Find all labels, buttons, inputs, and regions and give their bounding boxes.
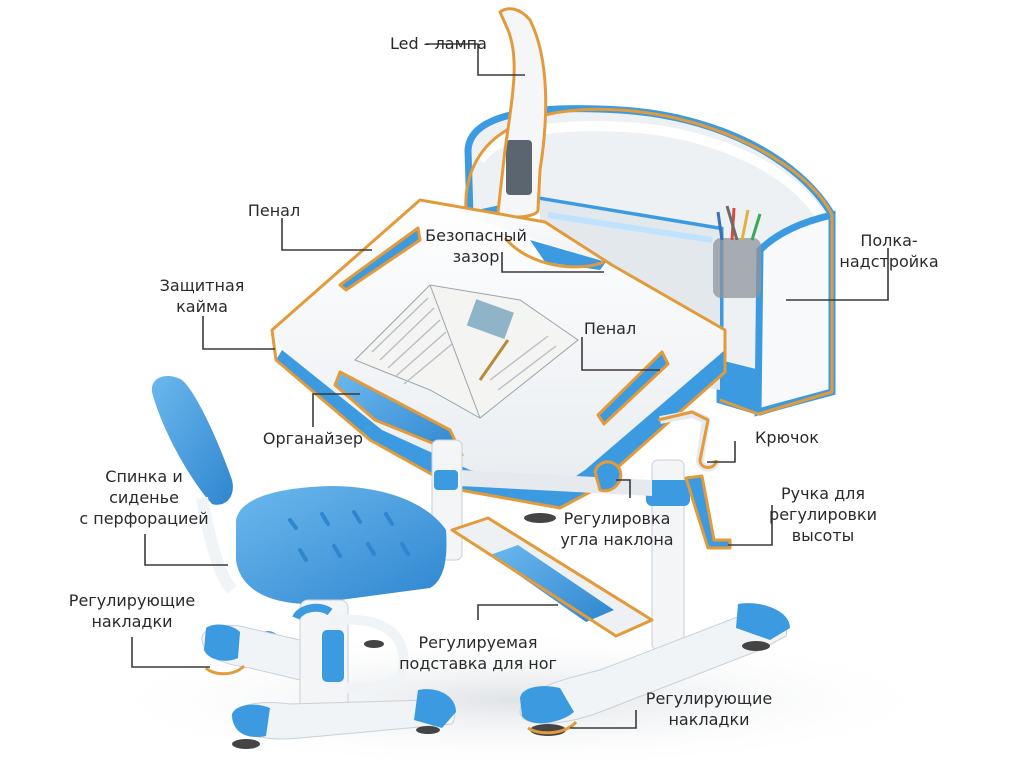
label-pads-right-line2: накладки (668, 710, 750, 729)
label-organizer: Органайзер (262, 429, 364, 448)
label-protective-edge-line1: Защитная (159, 276, 245, 295)
pencil-cup-icon (713, 238, 761, 298)
label-protective-edge: Защитная кайма (160, 275, 245, 317)
led-lamp (496, 7, 548, 219)
label-pencil-case-left: Пенал (247, 201, 301, 220)
label-backrest-seat-line2: сиденье (109, 488, 179, 507)
label-tilt-adjust-line2: угла наклона (560, 530, 674, 549)
label-shelf: Полка- надстройка (839, 230, 938, 272)
label-height-knob-line2: регулировки (769, 505, 877, 524)
label-footrest: Регулируемая подставка для ног (399, 632, 557, 674)
book-icon (354, 284, 579, 419)
chair (151, 376, 456, 749)
label-safe-gap-line1: Безопасный (425, 226, 527, 245)
desk-base (431, 409, 790, 736)
label-led-lamp: Led - лампа (390, 34, 487, 53)
label-tilt-adjust-line1: Регулировка (563, 509, 671, 528)
label-height-knob: Ручка для регулировки высоты (769, 483, 877, 546)
label-height-knob-line3: высоты (791, 526, 855, 545)
label-protective-edge-line2: кайма (176, 297, 228, 316)
label-tilt-adjust: Регулировка угла наклона (560, 508, 673, 550)
label-pads-left-line2: накладки (91, 612, 173, 631)
leader-lines (131, 43, 889, 729)
label-safe-gap: Безопасный зазор (425, 225, 527, 267)
label-shelf-line2: надстройка (839, 252, 939, 271)
label-pencil-case-right: Пенал (583, 319, 637, 338)
label-shelf-line1: Полка- (860, 231, 918, 250)
label-backrest-seat: Спинка и сиденье с перфорацией (79, 466, 208, 529)
label-height-knob-line1: Ручка для (780, 484, 866, 503)
label-pads-left: Регулирующие накладки (69, 590, 195, 632)
label-backrest-seat-line1: Спинка и (105, 467, 183, 486)
label-pads-left-line1: Регулирующие (68, 591, 196, 610)
label-safe-gap-line2: зазор (452, 247, 500, 266)
label-pads-right-line1: Регулирующие (645, 689, 773, 708)
label-footrest-line1: Регулируемая (418, 633, 538, 652)
label-footrest-line2: подставка для ног (399, 654, 557, 673)
label-hook: Крючок (755, 428, 819, 447)
label-backrest-seat-line3: с перфорацией (79, 509, 209, 528)
label-pads-right: Регулирующие накладки (646, 688, 772, 730)
